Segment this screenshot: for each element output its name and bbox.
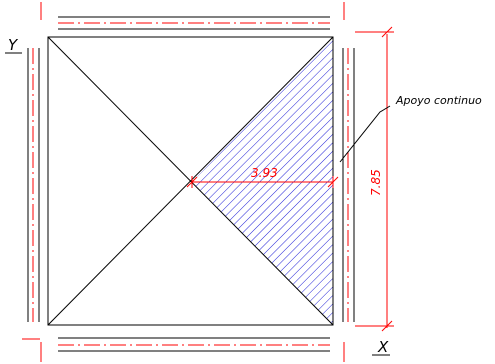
corner-axis-ticks xyxy=(22,2,345,362)
dimension-vertical xyxy=(355,26,394,332)
dim-v-tick-top xyxy=(381,26,393,38)
axis-y-label: Y xyxy=(8,36,19,54)
support-leader-line xyxy=(339,105,391,163)
dim-v-tick-bottom xyxy=(381,320,393,332)
axis-lines xyxy=(32,22,349,346)
dimension-vertical-label: 7.85 xyxy=(369,169,383,196)
dimension-horizontal-label: 3.93 xyxy=(251,166,278,180)
beam-outlines xyxy=(27,16,355,352)
support-note-label: Apoyo continuo xyxy=(395,94,482,107)
hatched-region xyxy=(192,37,333,325)
axis-x-label: X xyxy=(377,338,389,356)
dimension-horizontal xyxy=(186,176,339,188)
slab-diagonal-2 xyxy=(47,36,334,326)
